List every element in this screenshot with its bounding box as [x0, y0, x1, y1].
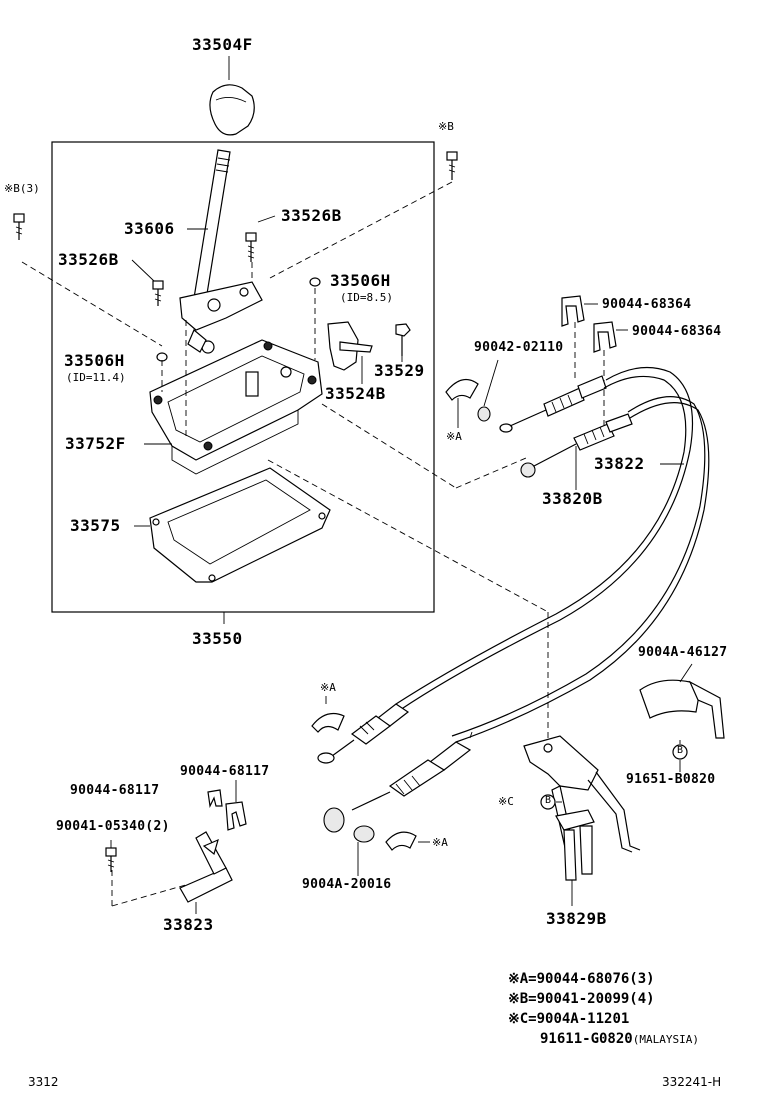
legend-part-a: 90044-68076(3)	[536, 971, 655, 987]
cable-end-lower-2	[323, 731, 473, 833]
mark-a-3: ※A	[432, 836, 448, 849]
cable-end-upper-1	[499, 375, 607, 433]
label-knob: 33504F	[192, 35, 253, 54]
bolt-lower-left-drawing	[105, 840, 117, 872]
bolt-top-right-drawing	[446, 151, 458, 180]
label-clip-4: 90044-68117	[70, 783, 160, 798]
label-bushing-lower-id: (ID=11.4)	[66, 371, 126, 384]
mark-a-1: ※A	[446, 430, 462, 443]
nut-drawing	[395, 323, 411, 362]
footer-left: 3312	[28, 1075, 59, 1089]
circle-b-1-ring	[672, 744, 688, 760]
label-bracket: 33524B	[325, 384, 386, 403]
label-washer-lower: 9004A-20016	[302, 877, 392, 892]
cable-2-drawing	[455, 402, 710, 743]
bushing-upper-drawing	[309, 277, 321, 287]
cable-end-lower-1	[317, 703, 410, 764]
legend-part-c: 9004A-11201	[536, 1011, 630, 1027]
bolt-top-left-drawing	[13, 213, 25, 240]
shift-knob-drawing	[209, 56, 255, 136]
legend-mark-a: ※A=	[508, 971, 537, 987]
mark-c: ※C	[498, 795, 514, 808]
label-clip-1: 90044-68364	[602, 297, 692, 312]
mark-a-2: ※A	[320, 681, 336, 694]
clamp-drawing	[639, 663, 725, 739]
cable-end-upper-2	[520, 413, 633, 490]
bushing-lower-drawing	[156, 352, 168, 362]
label-bolt-upper: 33526B	[281, 206, 342, 225]
bolt-left-drawing	[131, 259, 164, 306]
clip-upper-drawing	[561, 295, 598, 327]
label-bushing-upper-id: (ID=8.5)	[340, 291, 393, 304]
label-cable-2: 33820B	[542, 489, 603, 508]
legend-mark-c: ※C=	[508, 1011, 537, 1027]
label-lever: 33606	[124, 219, 175, 238]
label-clamp-bolt: 91651-B0820	[626, 772, 716, 787]
legend-row-a: ※A=90044-68076(3)	[508, 972, 655, 986]
label-housing: 33752F	[65, 434, 126, 453]
pin-upper-drawing	[445, 378, 479, 428]
label-clamp: 9004A-46127	[638, 645, 728, 660]
label-clip-2: 90044-68364	[632, 324, 722, 339]
label-bolt-left: 33526B	[58, 250, 119, 269]
housing-drawing	[144, 339, 323, 475]
assembly-frame	[51, 141, 435, 613]
label-bushing-upper: 33506H	[330, 271, 391, 290]
legend-part-d: 91611-G0820	[540, 1031, 633, 1047]
label-bracket-lower: 33823	[163, 915, 214, 934]
clip-lower-left-drawing	[207, 780, 247, 831]
bracket-lower-drawing	[179, 831, 233, 914]
legend-row-d: 91611-G0820(MALAYSIA)	[540, 1032, 699, 1046]
cable-1-drawing-b	[395, 375, 687, 705]
label-bracket-right: 33829B	[546, 909, 607, 928]
legend-row-c: ※C=9004A-11201	[508, 1012, 629, 1026]
pin-lower-1-drawing	[311, 696, 345, 733]
label-assembly: 33550	[192, 629, 243, 648]
label-nut: 33529	[374, 361, 425, 380]
circle-b-1-letter: B	[677, 745, 684, 756]
label-bolt-lower: 90041-05340(2)	[56, 819, 170, 834]
circle-b-2-ring	[540, 794, 556, 810]
washer-lower-drawing	[353, 825, 375, 843]
washer-upper-drawing	[477, 406, 491, 422]
label-clip-3: 90044-68117	[180, 764, 270, 779]
bolt-upper-drawing	[245, 215, 276, 262]
legend-part-b: 90041-20099(4)	[536, 991, 655, 1007]
cable-1-drawing	[399, 366, 693, 711]
legend-note-d: (MALAYSIA)	[632, 1033, 699, 1046]
legend-row-b: ※B=90041-20099(4)	[508, 992, 655, 1006]
label-cable-1: 33822	[594, 454, 645, 473]
label-bushing-lower: 33506H	[64, 351, 125, 370]
lever-pivot-drawing	[179, 281, 263, 354]
label-gasket: 33575	[70, 516, 121, 535]
footer-right: 332241-H	[662, 1075, 722, 1089]
gasket-drawing	[134, 467, 331, 583]
circle-b-2-letter: B	[545, 795, 552, 806]
cable-2-drawing-b	[451, 396, 706, 737]
shift-lever-drawing	[187, 149, 231, 301]
pin-lower-2-drawing	[385, 831, 430, 851]
mark-b3: ※B(3)	[4, 182, 40, 195]
clip-lower-drawing	[593, 321, 628, 353]
label-washer: 90042-02110	[474, 340, 564, 355]
mark-b-top: ※B	[438, 120, 454, 133]
bracket-drawing	[327, 321, 373, 384]
bracket-right-drawing	[523, 735, 641, 906]
legend-mark-b: ※B=	[508, 991, 537, 1007]
